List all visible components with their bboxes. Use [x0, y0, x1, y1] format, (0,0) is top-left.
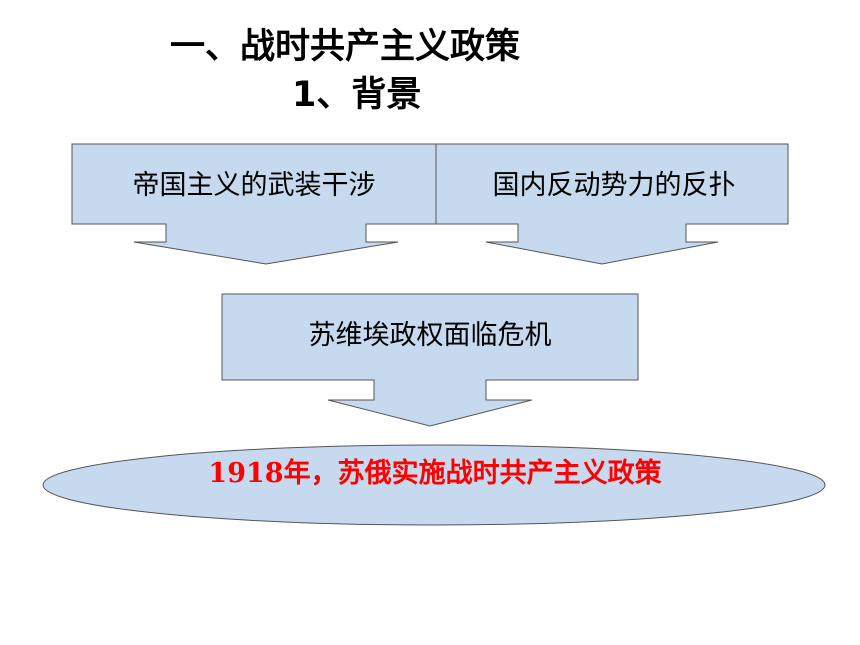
cause-right-label: 国内反动势力的反扑 — [492, 170, 736, 201]
result-ellipse — [42, 444, 826, 526]
cause-right-callout — [435, 143, 789, 265]
crisis-callout — [221, 293, 639, 427]
page-title: 一、战时共产主义政策 — [170, 27, 521, 67]
result-label: 1918年，苏俄实施战时共产主义政策 — [208, 458, 662, 489]
crisis-label: 苏维埃政权面临危机 — [308, 320, 552, 351]
cause-left-label: 帝国主义的武装干涉 — [132, 170, 376, 201]
section-subtitle: 1、背景 — [292, 75, 422, 115]
